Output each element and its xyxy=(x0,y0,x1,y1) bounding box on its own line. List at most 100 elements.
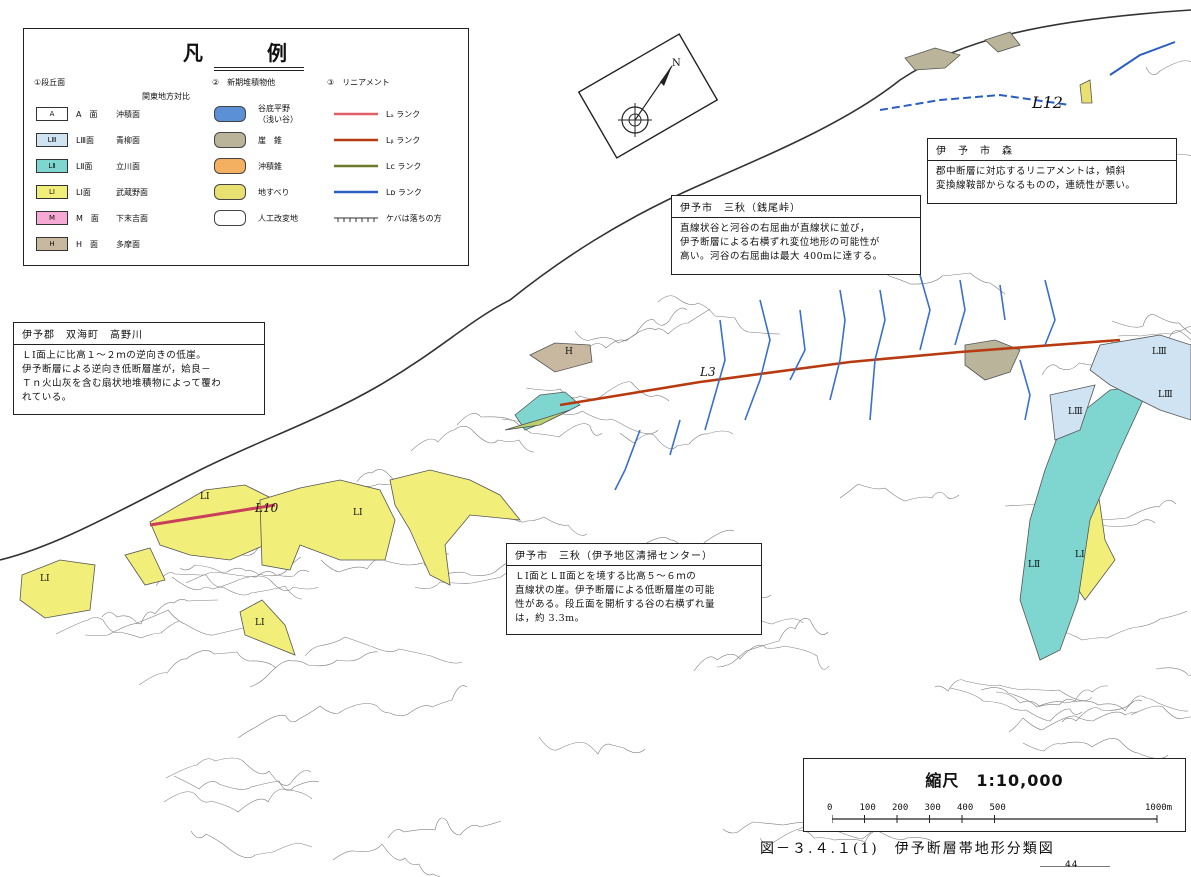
scale-tick-label: 200 xyxy=(892,803,909,813)
label-li-5: LⅠ xyxy=(1075,550,1085,560)
legend-symbol xyxy=(214,106,246,122)
legend-label: 地すべり xyxy=(258,187,290,197)
legend-correlation: 沖積面 xyxy=(116,109,140,119)
callout-title: 伊予郡 双海町 高野川 xyxy=(14,323,264,345)
legend-deposit-row: 崖 錐 xyxy=(214,131,282,149)
scale-tick-label: 300 xyxy=(924,803,941,813)
scale-tick-label: 0 xyxy=(827,803,833,813)
legend-kanto-heading: 関東地方対比 xyxy=(142,92,190,101)
label-li-3: LⅠ xyxy=(353,508,363,518)
legend-lineament-row: Lᴅ ランク xyxy=(334,183,422,201)
figure-caption: 図－３.４.１(1) 伊予断層帯地形分類図 xyxy=(760,841,1055,857)
terrace-liii-east xyxy=(1089,334,1191,421)
legend-lineament-row: Lc ランク xyxy=(334,157,421,175)
legend-symbol xyxy=(214,210,246,226)
label-north: N xyxy=(672,58,681,69)
label-li-2: LⅠ xyxy=(200,492,210,502)
legend-label: ケバは落ちの方 xyxy=(386,213,442,223)
legend-label: 崖 錐 xyxy=(258,135,282,145)
callout-body: ＬⅠ面上に比高１～２ｍの逆向きの低崖。 伊予断層による逆向き低断層崖が，姶良－ … xyxy=(22,350,222,403)
legend-label: LⅡ面 xyxy=(76,161,93,171)
contour-lines xyxy=(55,60,1191,877)
terrace-lii-east xyxy=(1019,384,1151,661)
label-h: H xyxy=(565,347,573,357)
legend-symbol xyxy=(214,184,246,200)
legend-correlation: 立川面 xyxy=(116,161,140,171)
north-arrow xyxy=(577,33,719,159)
legend-deposit-row: 地すべり xyxy=(214,183,289,201)
legend-correlation: 青柳面 xyxy=(116,135,140,145)
callout-zenio: 伊予市 三秋（銭尾峠） 直線状谷と河谷の右屈曲が直線状に並び， 伊予断層による右… xyxy=(671,195,921,275)
legend-swatch: LⅢ xyxy=(36,133,68,147)
scale-bar xyxy=(832,815,1158,823)
legend-lineament-heading: ③ リニアメント xyxy=(327,78,390,87)
talus-east xyxy=(964,339,1021,381)
callout-body: ＬⅠ面とＬⅡ面とを境する比高５～６ｍの 直線状の崖。伊予断層による低断層崖の可能… xyxy=(515,571,716,624)
lineament-l3-rank-b xyxy=(559,338,1121,407)
scale-tick-label: 500 xyxy=(989,803,1006,813)
lineament-l12-rank-d xyxy=(879,93,1071,111)
label-liii-2: LⅢ xyxy=(1158,390,1173,400)
label-l3: L3 xyxy=(700,365,716,379)
terrace-li-south xyxy=(239,599,296,656)
terrace-li-mid xyxy=(259,479,396,571)
talus-north1 xyxy=(904,47,961,71)
callout-body: 直線状谷と河谷の右屈曲が直線状に並び， 伊予断層による右横ずれ変位地形の可能性が… xyxy=(680,223,883,262)
legend-lineament-row: ケバは落ちの方 xyxy=(334,209,442,227)
talus-center xyxy=(504,409,571,431)
legend-label: 沖積錐 xyxy=(258,161,282,171)
terrace-liii-mid xyxy=(1049,384,1096,441)
callout-title: 伊予市 三秋（銭尾峠） xyxy=(672,196,920,218)
legend-line-symbol xyxy=(334,190,378,194)
callout-seiso: 伊予市 三秋（伊予地区清掃センター） ＬⅠ面とＬⅡ面とを境する比高５～６ｍの 直… xyxy=(506,543,762,635)
scale-tick-label: 1000m xyxy=(1145,803,1173,813)
terrace-h-center xyxy=(529,342,593,373)
callout-takanogawa: 伊予郡 双海町 高野川 ＬⅠ面上に比高１～２ｍの逆向きの低崖。 伊予断層による逆… xyxy=(13,322,265,415)
talus-north2 xyxy=(984,31,1021,53)
legend-title: 凡 例 xyxy=(183,41,309,65)
legend-symbol xyxy=(214,158,246,174)
legend-line-symbol xyxy=(334,164,378,168)
legend-terrace-row: LⅢ LⅢ面 青柳面 xyxy=(36,131,166,149)
legend-label: Lᵦ ランク xyxy=(386,135,421,145)
terrace-li-small xyxy=(124,547,166,586)
legend-label: M 面 xyxy=(76,213,99,223)
legend-deposit-row: 沖積錐 xyxy=(214,157,282,175)
legend-terrace-row: H H 面 多摩面 xyxy=(36,235,166,253)
legend-terrace-heading: ①段丘面 xyxy=(34,78,66,87)
terrace-li-west xyxy=(19,559,96,619)
legend-label: LⅠ面 xyxy=(76,187,91,197)
legend-label: 谷底平野（浅い谷） xyxy=(258,104,298,124)
label-lii: LⅡ xyxy=(1028,560,1041,570)
label-l10: L10 xyxy=(255,501,279,515)
scale-tick-label: 100 xyxy=(859,803,876,813)
legend-lineament-row: Lᵦ ランク xyxy=(334,131,420,149)
legend-line-symbol xyxy=(334,217,378,222)
legend-lineament-row: Lₐ ランク xyxy=(334,105,420,123)
legend-correlation: 武蔵野面 xyxy=(116,187,148,197)
legend-swatch: LⅡ xyxy=(36,159,68,173)
page-number: 44 xyxy=(1065,860,1079,870)
legend-line-symbol xyxy=(334,138,378,142)
label-li-4: LⅠ xyxy=(255,618,265,628)
legend-terrace-row: A A 面 沖積面 xyxy=(36,105,166,123)
legend-label: Lₐ ランク xyxy=(386,109,421,119)
terrace-li-east xyxy=(389,469,521,586)
callout-title: 伊予市 三秋（伊予地区清掃センター） xyxy=(507,544,761,566)
label-l12: L12 xyxy=(1032,93,1063,112)
legend-swatch: H xyxy=(36,237,68,251)
callout-mori: 伊 予 市 森 郡中断層に対応するリニアメントは，傾斜 変換線鞍部からなるものの… xyxy=(927,138,1177,204)
legend-label: H 面 xyxy=(76,239,99,249)
legend-label: A 面 xyxy=(76,109,98,119)
scale-tick-label: 400 xyxy=(957,803,974,813)
legend-swatch: M xyxy=(36,211,68,225)
legend-swatch: A xyxy=(36,107,68,121)
legend-correlation: 多摩面 xyxy=(116,239,140,249)
legend-label: LⅢ面 xyxy=(76,135,94,145)
label-liii-1: LⅢ xyxy=(1152,347,1167,357)
callout-body: 郡中断層に対応するリニアメントは，傾斜 変換線鞍部からなるものの，連続性が悪い。 xyxy=(936,166,1136,191)
